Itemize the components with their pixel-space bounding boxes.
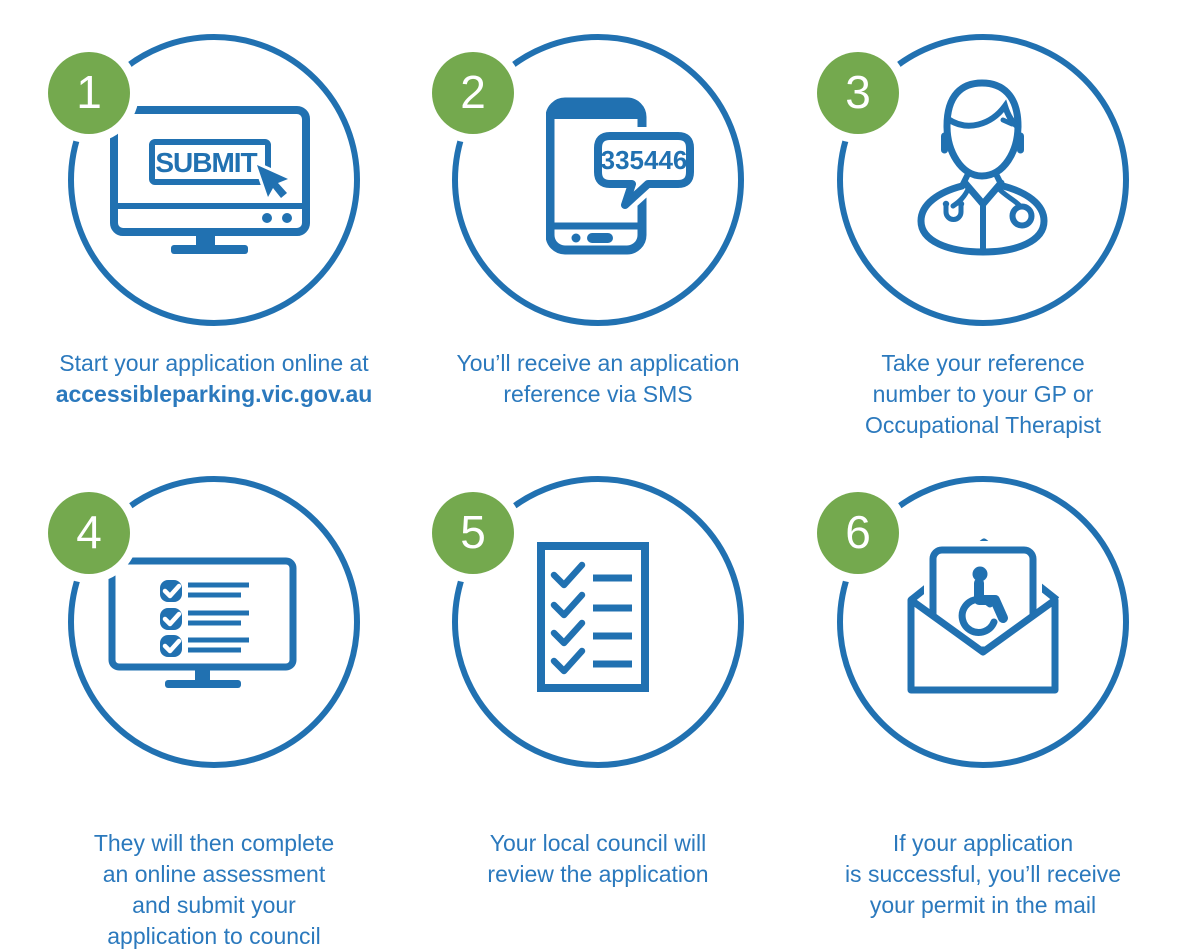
wheelchair-symbol [958, 566, 1008, 636]
step-number-badge: 3 [817, 52, 899, 134]
monitor-checklist-icon [108, 557, 297, 688]
step-number-badge: 4 [48, 492, 130, 574]
caption-line: If your application [892, 830, 1074, 856]
step-number: 1 [76, 66, 102, 118]
step-circle [837, 476, 1129, 768]
caption-line: Your local council will [489, 830, 707, 856]
caption-line: number to your GP or [872, 381, 1094, 407]
step-number-badge: 5 [432, 492, 514, 574]
step-number-badge: 2 [432, 52, 514, 134]
doctor-icon [917, 79, 1048, 256]
step-number-badge: 6 [817, 492, 899, 574]
step-number-badge: 1 [48, 52, 130, 134]
checklist-rows [160, 580, 249, 657]
caption-line: reference via SMS [503, 381, 693, 407]
caption-line: You’ll receive an application [456, 350, 740, 376]
step-circle [68, 34, 360, 326]
caption-line: application to council [107, 923, 321, 949]
step-5-panel: 5 Your local council will review the app… [398, 440, 798, 910]
phone-sms-icon: 335446 [546, 97, 699, 255]
sms-code: 335446 [601, 145, 688, 175]
step-circle [68, 476, 360, 768]
step-number: 6 [845, 506, 871, 558]
step-1-panel: 1 SUBMIT Start your application online a… [14, 0, 414, 470]
step-caption: They will then complete an online assess… [24, 828, 404, 952]
step-circle [452, 476, 744, 768]
step-2-panel: 2 335446 You’ll receive an application r… [398, 0, 798, 470]
caption-line: Occupational Therapist [864, 412, 1102, 438]
cursor-arrow-icon [254, 162, 291, 201]
caption-line: review the application [487, 861, 709, 887]
step-number: 3 [845, 66, 871, 118]
step-circle [837, 34, 1129, 326]
caption-line: Start your application online at [59, 350, 369, 376]
caption-line-url: accessibleparking.vic.gov.au [55, 381, 373, 407]
caption-line: an online assessment [102, 861, 326, 887]
step-number: 5 [460, 506, 486, 558]
caption-line: is successful, you’ll receive [844, 861, 1122, 887]
step-caption: If your application is successful, you’l… [793, 828, 1173, 921]
submit-button-label: SUBMIT [155, 147, 257, 178]
step-number: 2 [460, 66, 486, 118]
caption-line: and submit your [132, 892, 296, 918]
caption-line: They will then complete [93, 830, 335, 856]
step-4-panel: 4 [14, 440, 414, 949]
monitor-submit-icon: SUBMIT [110, 106, 310, 254]
step-caption: You’ll receive an application reference … [408, 348, 788, 410]
step-number: 4 [76, 506, 102, 558]
checklist-rows [550, 561, 632, 675]
step-caption: Start your application online at accessi… [24, 348, 404, 410]
checklist-document-icon [537, 542, 649, 692]
step-caption: Take your reference number to your GP or… [793, 348, 1173, 441]
step-3-panel: 3 Take your reference number to your GP … [783, 0, 1183, 470]
caption-line: Take your reference [881, 350, 1085, 376]
envelope-permit-icon [907, 538, 1060, 694]
step-6-panel: 6 If your application is successful, you… [783, 440, 1183, 918]
step-caption: Your local council will review the appli… [408, 828, 788, 890]
caption-line: your permit in the mail [869, 892, 1097, 918]
step-circle [452, 34, 744, 326]
